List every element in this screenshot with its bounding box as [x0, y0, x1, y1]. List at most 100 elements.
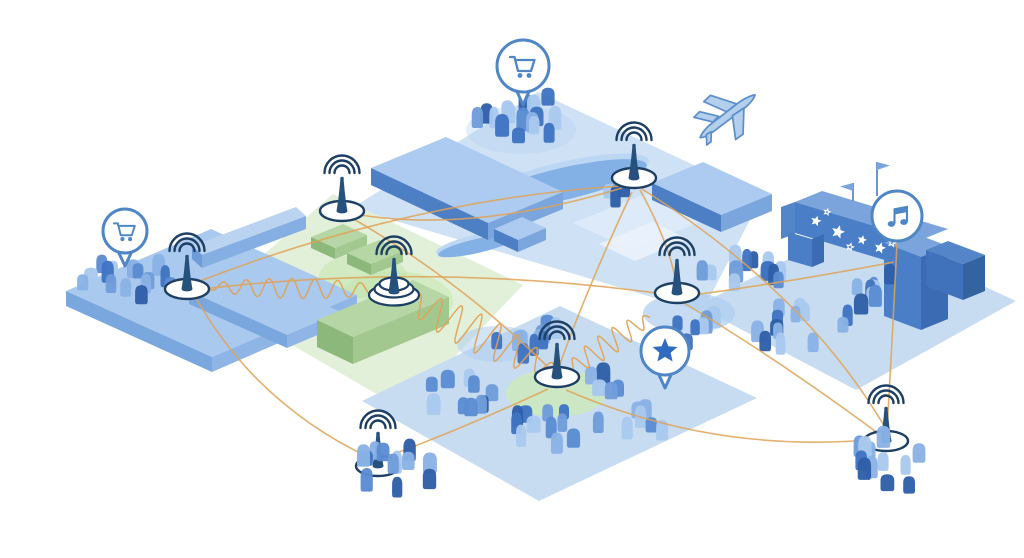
person [357, 444, 370, 467]
person [656, 419, 669, 441]
antenna-mast [336, 179, 348, 214]
crowd-south-west [357, 438, 437, 498]
person [545, 416, 557, 439]
cart-glyph-icon [508, 55, 536, 78]
person [900, 455, 911, 475]
stage-left-leg-front [788, 232, 812, 267]
stage-slab-top [926, 241, 985, 264]
person [550, 432, 563, 454]
walkway-bar [599, 222, 688, 261]
person [485, 384, 499, 402]
signal-arc-icon [323, 154, 361, 175]
stage-left-cap [781, 202, 795, 239]
stage-tower-front [884, 243, 921, 330]
person [903, 476, 915, 494]
flag-cloth [840, 183, 853, 191]
park-block1-side [335, 235, 367, 259]
flag-cloth [877, 162, 890, 170]
glow-plaza-antenna [506, 369, 606, 417]
mast-tip [185, 254, 189, 259]
person [387, 453, 399, 474]
person [517, 343, 530, 364]
park-building-side [353, 297, 449, 364]
person [512, 127, 525, 144]
person [696, 260, 708, 281]
person [596, 362, 611, 384]
person [541, 87, 555, 106]
cart-pin-icon [101, 207, 149, 268]
person [621, 416, 633, 440]
stage-star-icon [875, 242, 886, 254]
signal-arc-icon [333, 164, 351, 175]
person [773, 271, 784, 289]
antenna-mast [628, 146, 640, 181]
connection-line [641, 188, 887, 430]
terminal-east-block-roof [652, 162, 772, 215]
person [604, 381, 618, 400]
person [853, 293, 869, 315]
person [837, 316, 849, 333]
antenna-plaza-center [533, 320, 581, 389]
person [422, 452, 437, 474]
stage-star-icon [811, 215, 822, 227]
mast-tip [555, 342, 559, 347]
crowd-stage-mid [751, 298, 853, 355]
crowd-star-pin [585, 362, 624, 400]
person [132, 263, 144, 279]
cart-pin-icon [495, 38, 551, 107]
person [543, 122, 555, 143]
pin-circle [870, 189, 924, 243]
antenna-mast [388, 260, 400, 295]
music-glyph-icon [887, 205, 909, 227]
person [557, 413, 568, 432]
antenna-plaza-east [653, 236, 701, 305]
connection-line [886, 242, 898, 431]
person [360, 468, 373, 492]
person [912, 443, 926, 463]
connection-line [685, 261, 895, 297]
star-pin-icon [639, 325, 691, 390]
person [884, 263, 896, 285]
signal-arc-icon [615, 121, 653, 142]
signal-arc-icon [867, 384, 905, 405]
mast-tip [675, 258, 679, 263]
signal-arc-icon [548, 330, 566, 341]
person [566, 428, 581, 448]
person [471, 107, 484, 128]
signal-arc-icon [178, 242, 196, 253]
antenna-mast [551, 345, 563, 380]
signal-arc-icon [668, 246, 686, 257]
person [402, 451, 415, 470]
person [105, 274, 117, 293]
crowd-south-east [853, 425, 926, 494]
person [120, 278, 132, 297]
pin-circle [495, 38, 551, 94]
signal-arc-icon [877, 394, 895, 405]
antenna-mast [671, 261, 683, 296]
person [592, 379, 607, 396]
stage-slab-side [963, 255, 985, 300]
market-arm-front-left [189, 291, 287, 348]
person [690, 319, 700, 336]
signal-arc-icon [872, 389, 900, 405]
signal-arc-icon [620, 126, 648, 142]
radio-wave [205, 277, 390, 300]
person [851, 278, 863, 296]
person [592, 411, 604, 433]
person [585, 366, 597, 385]
person [807, 332, 819, 353]
person [857, 457, 872, 480]
mast-tip [392, 257, 396, 262]
park-block2-top [347, 240, 403, 264]
crowd-plaza-south [511, 404, 604, 454]
mast-tip [376, 431, 380, 436]
person [697, 317, 709, 335]
person [392, 476, 403, 498]
airplane-part [705, 130, 713, 146]
signal-arc-icon [625, 131, 643, 142]
park-block1-front [311, 237, 335, 259]
connection-line [351, 217, 550, 369]
antenna-market [163, 232, 211, 301]
antenna-mast [181, 257, 193, 292]
terminal-building-roof [371, 137, 563, 223]
